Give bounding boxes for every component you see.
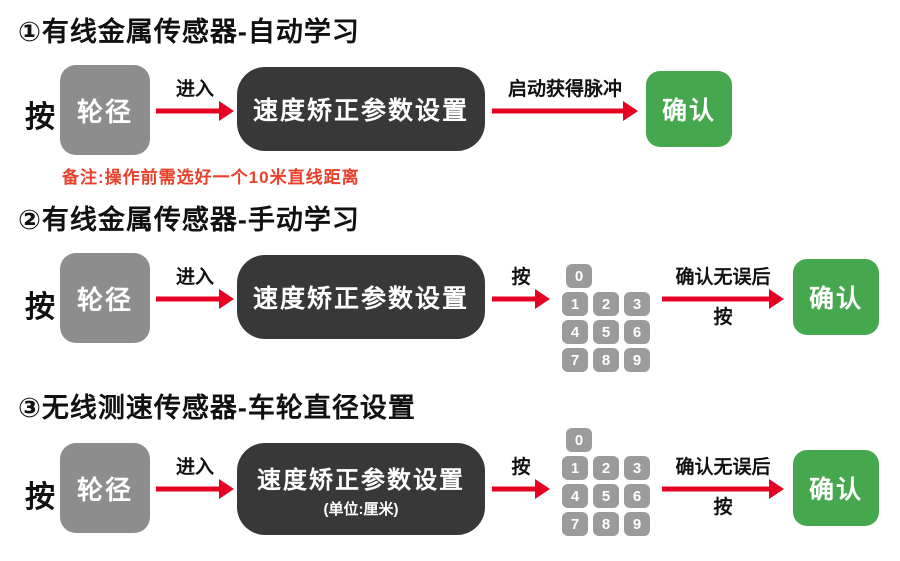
key-4[interactable]: 4 [562,320,588,344]
section2-confirm-arrow [662,288,784,310]
section2-confirm-button[interactable]: 确认 [793,259,879,335]
section2-keypad: 0 1 2 3 4 5 6 7 8 9 [562,264,650,372]
section1-confirm-button[interactable]: 确认 [646,71,732,147]
section2-press2-label: 按 [511,267,531,288]
section1-settings-box: 速度矫正参数设置 [237,67,485,151]
section3-confirm-note-bottom: 按 [713,497,733,518]
section1-pulse-label: 启动获得脉冲 [507,79,622,100]
key-9[interactable]: 9 [624,348,650,372]
section3-enter-arrow [156,478,234,500]
key-0[interactable]: 0 [566,264,592,288]
arrow-shaft [662,296,771,302]
key-7[interactable]: 7 [562,512,588,536]
key-8[interactable]: 8 [593,512,619,536]
arrow-shaft [156,296,221,302]
section1-heading: ①有线金属传感器-自动学习 [18,17,360,47]
arrow-shaft [492,296,537,302]
section3-confirm-note-top: 确认无误后 [675,457,771,478]
key-1[interactable]: 1 [562,292,588,316]
key-5[interactable]: 5 [593,320,619,344]
section3-press-label: 按 [25,481,55,514]
arrow-head-icon [769,289,784,309]
section2-settings-label: 速度矫正参数设置 [252,285,469,313]
key-6[interactable]: 6 [624,320,650,344]
section3-enter-label: 进入 [175,457,214,478]
section2-confirm-note-top: 确认无误后 [675,267,771,288]
section2-press-label: 按 [25,291,55,324]
section3-settings-label: 速度矫正参数设置 [257,466,465,494]
key-3[interactable]: 3 [624,456,650,480]
arrow-head-icon [623,101,638,121]
section2-heading: ②有线金属传感器-手动学习 [18,205,360,235]
section3-keypad: 0 1 2 3 4 5 6 7 8 9 [562,428,650,536]
key-2[interactable]: 2 [593,292,619,316]
key-6[interactable]: 6 [624,484,650,508]
arrow-head-icon [219,289,234,309]
arrow-shaft [156,108,221,114]
key-4[interactable]: 4 [562,484,588,508]
section3-heading: ③无线测速传感器-车轮直径设置 [18,393,416,423]
section3-settings-box: 速度矫正参数设置 (单位:厘米) [237,443,485,535]
key-5[interactable]: 5 [593,484,619,508]
key-7[interactable]: 7 [562,348,588,372]
key-8[interactable]: 8 [593,348,619,372]
section2-confirm-note-bottom: 按 [713,307,733,328]
arrow-shaft [156,486,221,492]
arrow-head-icon [535,289,550,309]
key-0[interactable]: 0 [566,428,592,452]
section2-enter-label: 进入 [175,267,214,288]
section1-pulse-arrow [492,100,638,122]
section3-press2-label: 按 [511,457,531,478]
section1-note: 备注:操作前需选好一个10米直线距离 [62,168,360,187]
arrow-head-icon [219,101,234,121]
section3-press2-arrow [492,478,550,500]
section1-enter-label: 进入 [175,79,214,100]
key-9[interactable]: 9 [624,512,650,536]
key-3[interactable]: 3 [624,292,650,316]
section1-enter-arrow [156,100,234,122]
arrow-head-icon [219,479,234,499]
arrow-head-icon [769,479,784,499]
key-1[interactable]: 1 [562,456,588,480]
section3-wheel-diameter-button[interactable]: 轮径 [60,443,150,533]
section1-settings-label: 速度矫正参数设置 [252,97,469,125]
section2-wheel-diameter-button[interactable]: 轮径 [60,253,150,343]
section3-confirm-button[interactable]: 确认 [793,450,879,526]
section3-settings-unit-label: (单位:厘米) [323,500,399,518]
arrow-shaft [492,486,537,492]
section3-confirm-arrow [662,478,784,500]
section2-enter-arrow [156,288,234,310]
section2-settings-box: 速度矫正参数设置 [237,255,485,339]
arrow-shaft [662,486,771,492]
section1-press-label: 按 [25,101,55,134]
key-2[interactable]: 2 [593,456,619,480]
section2-press2-arrow [492,288,550,310]
arrow-head-icon [535,479,550,499]
section1-wheel-diameter-button[interactable]: 轮径 [60,65,150,155]
arrow-shaft [492,108,625,114]
